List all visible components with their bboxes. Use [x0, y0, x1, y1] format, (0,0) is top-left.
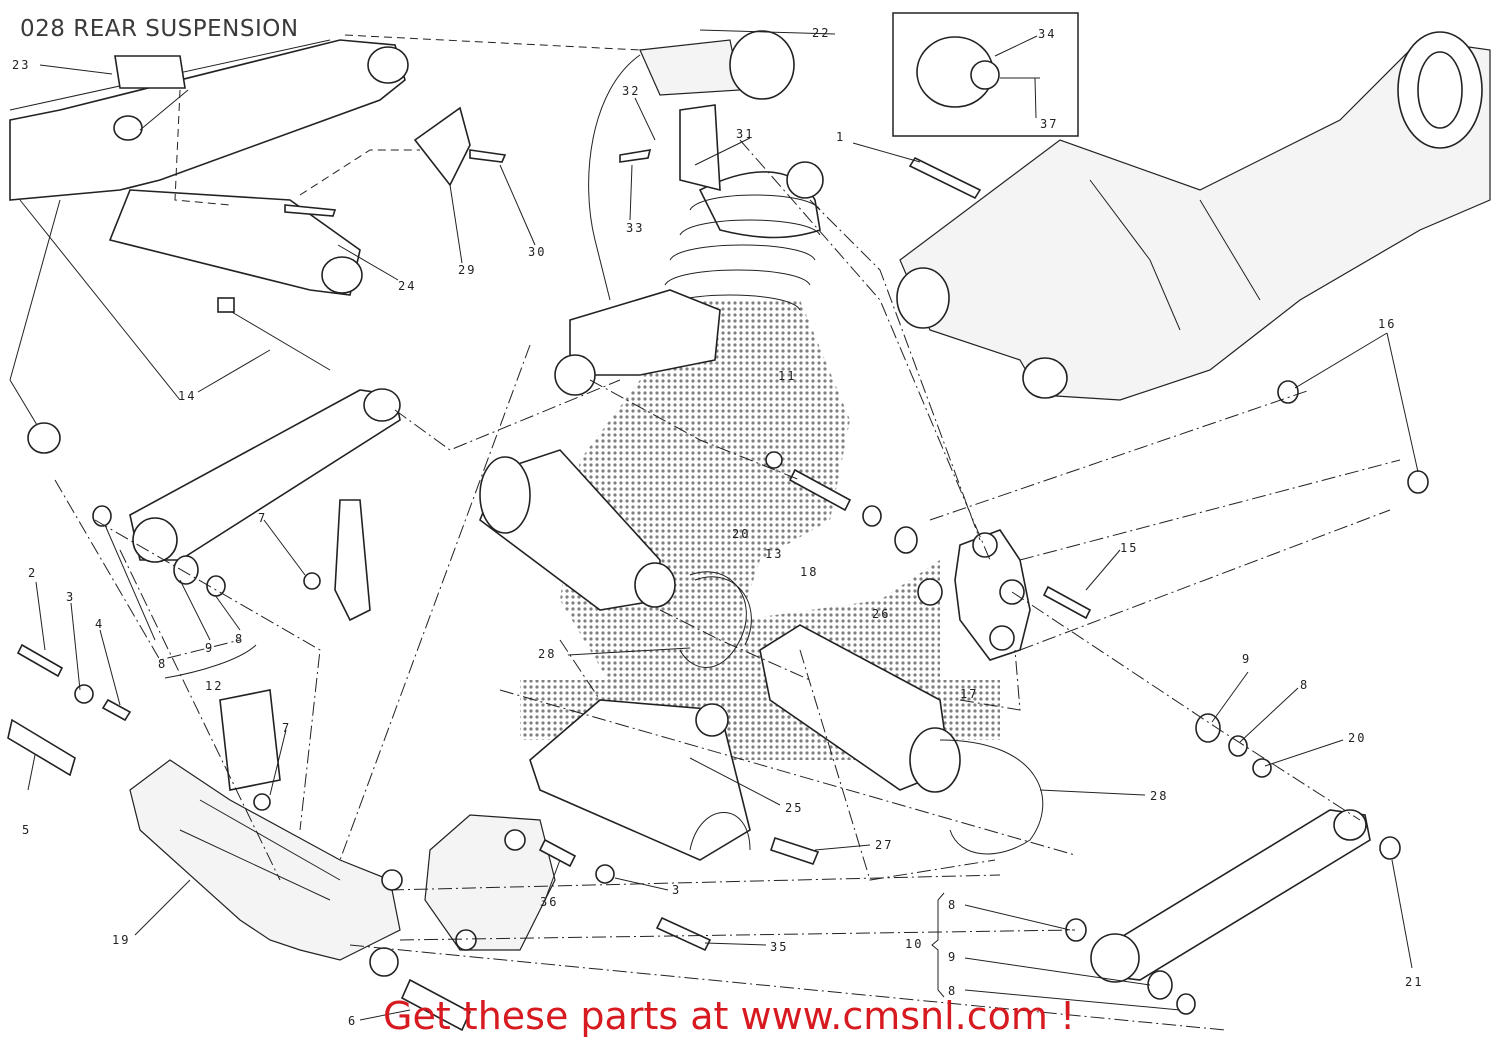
cover-part: [759, 624, 1044, 855]
callout-21: 21: [1405, 975, 1423, 989]
assembly-lines: [54, 34, 1401, 1031]
clamp-band-part: [679, 571, 752, 668]
guard-part: [529, 699, 751, 861]
callout-7-lower: 7: [282, 721, 291, 735]
swingarm-part: [896, 31, 1491, 401]
callout-3-center: 3: [672, 883, 681, 897]
linkage-rod-lower: [1090, 809, 1371, 983]
callout-8-left-b: 8: [158, 657, 167, 671]
callout-1: 1: [836, 130, 845, 144]
leader-lines: [27, 29, 1419, 1021]
callout-8-right: 8: [1300, 678, 1309, 692]
callout-32: 32: [622, 84, 640, 98]
callout-17: 17: [960, 687, 978, 701]
callout-12: 12: [205, 679, 223, 693]
callout-22: 22: [812, 26, 830, 40]
callout-9-right: 9: [1242, 652, 1251, 666]
callout-29: 29: [458, 263, 476, 277]
callout-15: 15: [1120, 541, 1138, 555]
callout-8-left-a: 8: [235, 632, 244, 646]
callout-5: 5: [22, 823, 31, 837]
callout-20-right: 20: [1348, 731, 1366, 745]
callout-23: 23: [12, 58, 30, 72]
callout-3-left: 3: [66, 590, 75, 604]
callout-6: 6: [348, 1014, 357, 1028]
callout-14: 14: [178, 389, 196, 403]
callout-4: 4: [95, 617, 104, 631]
callout-10: 10: [905, 937, 923, 951]
callout-24: 24: [398, 279, 416, 293]
callout-9-group: 9: [948, 950, 957, 964]
callout-16: 16: [1378, 317, 1396, 331]
callout-9-left: 9: [205, 641, 214, 655]
promo-link-text[interactable]: Get these parts at www.cmsnl.com !: [383, 994, 1076, 1038]
callout-28-left: 28: [538, 647, 556, 661]
callout-8-group-a: 8: [948, 898, 957, 912]
callout-13: 13: [765, 547, 783, 561]
callout-34: 34: [1038, 27, 1056, 41]
linkage-rod-upper: [129, 297, 401, 563]
callout-19: 19: [112, 933, 130, 947]
callout-11: 11: [778, 369, 796, 383]
callout-36: 36: [540, 895, 558, 909]
plate-part: [424, 814, 556, 951]
callout-27: 27: [875, 838, 893, 852]
callout-35: 35: [770, 940, 788, 954]
callout-30: 30: [528, 245, 546, 259]
rocker-link-part: [954, 529, 1031, 661]
callout-33: 33: [626, 221, 644, 235]
callout-31: 31: [736, 127, 754, 141]
reservoir-part: [479, 449, 676, 611]
hardware-parts: [7, 55, 1429, 1032]
shock-absorber-part: [554, 30, 824, 396]
callout-37: 37: [1040, 117, 1058, 131]
callout-20-upper: 20: [732, 527, 750, 541]
callout-2: 2: [28, 566, 37, 580]
callout-28-right: 28: [1150, 789, 1168, 803]
callout-7-upper: 7: [258, 511, 267, 525]
callout-25: 25: [785, 801, 803, 815]
callout-8-group-b: 8: [948, 984, 957, 998]
callout-26: 26: [872, 607, 890, 621]
callout-18: 18: [800, 565, 818, 579]
inset-box: [892, 12, 1079, 137]
diagram-title: 028 REAR SUSPENSION: [20, 16, 299, 42]
bracket-part: [129, 759, 403, 977]
frame-part: [9, 39, 409, 454]
callout-labels: 22 34 37 1 23 32 31 33 30 29 24 16 11 14…: [12, 26, 1423, 1028]
